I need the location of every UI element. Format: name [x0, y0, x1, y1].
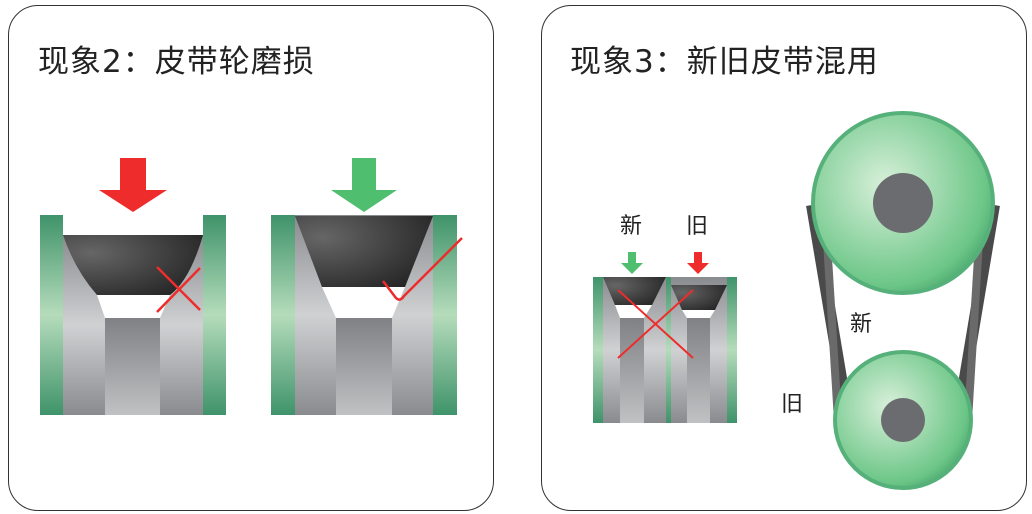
right-panel-title: 现象3：新旧皮带混用: [570, 44, 879, 80]
belt: [63, 235, 203, 295]
belt-old-left: [822, 224, 842, 421]
belt-old: [671, 285, 727, 310]
label-old-large: 旧: [781, 392, 804, 417]
label-new-large: 新: [850, 312, 873, 337]
cross-icon: [156, 266, 201, 313]
label-old-small: 旧: [686, 214, 709, 239]
green-arrow-icon: [621, 252, 643, 274]
belt: [295, 216, 433, 287]
left-panel-title: 现象2：皮带轮磨损: [38, 44, 315, 80]
check-icon: [382, 237, 463, 301]
red-arrow-icon: [99, 158, 167, 212]
red-arrow-icon: [687, 252, 709, 274]
green-arrow-icon: [331, 158, 397, 212]
flange-right: [203, 215, 226, 415]
belt-old-right: [964, 224, 984, 421]
worn-pulley-diagram: [40, 158, 226, 415]
belt-new: [603, 277, 666, 305]
label-new-small: 新: [620, 214, 643, 239]
mixed-belt-small-diagram: [593, 252, 737, 423]
mixed-belt-large-diagram: [806, 111, 1000, 490]
flange-left: [40, 215, 63, 415]
good-pulley-diagram: [271, 158, 463, 415]
cross-icon: [617, 289, 694, 359]
